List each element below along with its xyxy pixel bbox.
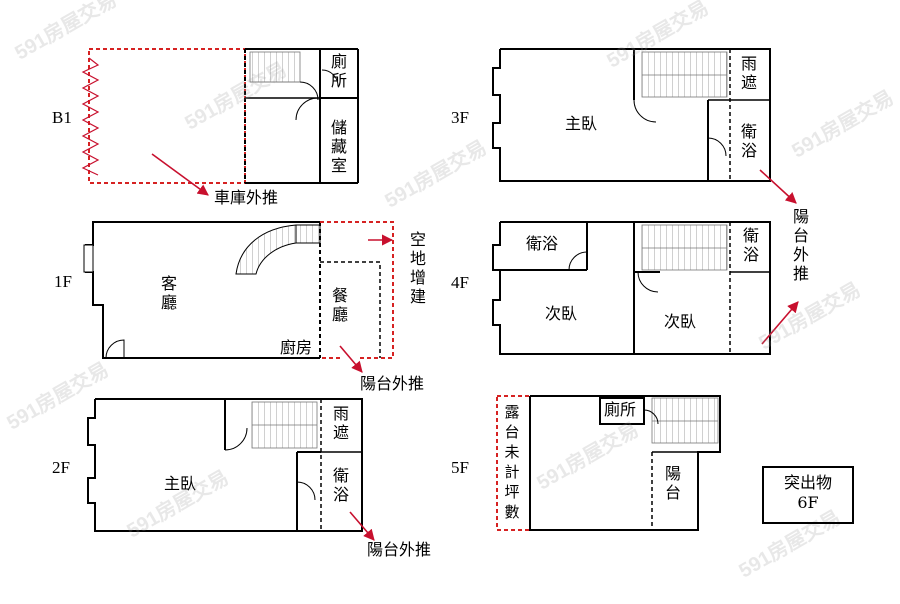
room-3f-bath: 衛浴 <box>740 122 757 160</box>
annotation-3f-4f-balcony-push: 陽台外推 <box>792 207 809 283</box>
room-5f-toilet: 廁所 <box>604 400 637 419</box>
annotation-arrows <box>151 153 799 541</box>
floor-b1 <box>81 48 359 184</box>
room-1f-dining: 餐廳 <box>331 286 348 324</box>
annotation-garage-push: 車庫外推 <box>214 188 279 207</box>
room-4f-bed-left: 次臥 <box>545 304 578 323</box>
extension-outline-1f <box>320 221 394 359</box>
room-4f-bath-right: 衛浴 <box>742 226 759 264</box>
room-2f-rain-cover: 雨遮 <box>332 404 349 442</box>
floor-4f <box>492 221 771 355</box>
garage-extension-outline <box>88 48 246 184</box>
room-4f-bed-right: 次臥 <box>664 312 697 331</box>
floor-label-5f: 5F <box>451 458 469 477</box>
room-3f-master: 主臥 <box>565 114 598 133</box>
room-1f-living: 客廳 <box>160 274 177 312</box>
room-b1-storage: 儲藏室 <box>330 118 347 175</box>
annotation-2f-balcony-push: 陽台外推 <box>367 540 432 559</box>
floor-5f <box>496 395 721 531</box>
floor-1f <box>83 221 394 359</box>
floor-3f <box>492 48 771 182</box>
annotation-1f-balcony-push: 陽台外推 <box>360 374 425 393</box>
protrusion-label: 突出物 <box>783 473 832 492</box>
floor-label-4f: 4F <box>451 273 469 292</box>
garage-door-zigzag <box>81 57 100 176</box>
floor-2f <box>87 398 363 532</box>
room-b1-toilet: 廁所 <box>330 52 347 90</box>
room-4f-bath-left: 衛浴 <box>526 234 559 253</box>
floor-label-b1: B1 <box>52 108 72 127</box>
room-2f-bath: 衛浴 <box>332 466 349 504</box>
room-1f-kitchen: 廚房 <box>280 338 313 357</box>
room-5f-balcony: 陽台 <box>664 464 681 502</box>
protrusion-6f-box: 突出物 6F <box>762 466 854 524</box>
floor-label-2f: 2F <box>52 458 70 477</box>
annotation-air-addition: 空地增建 <box>409 230 426 306</box>
floor-label-1f: 1F <box>54 272 72 291</box>
annotation-terrace: 露台未計坪數 <box>504 403 520 521</box>
room-2f-master: 主臥 <box>164 474 197 493</box>
floor-label-3f: 3F <box>451 108 469 127</box>
protrusion-floor: 6F <box>797 493 819 512</box>
room-3f-rain-cover: 雨遮 <box>740 54 757 92</box>
